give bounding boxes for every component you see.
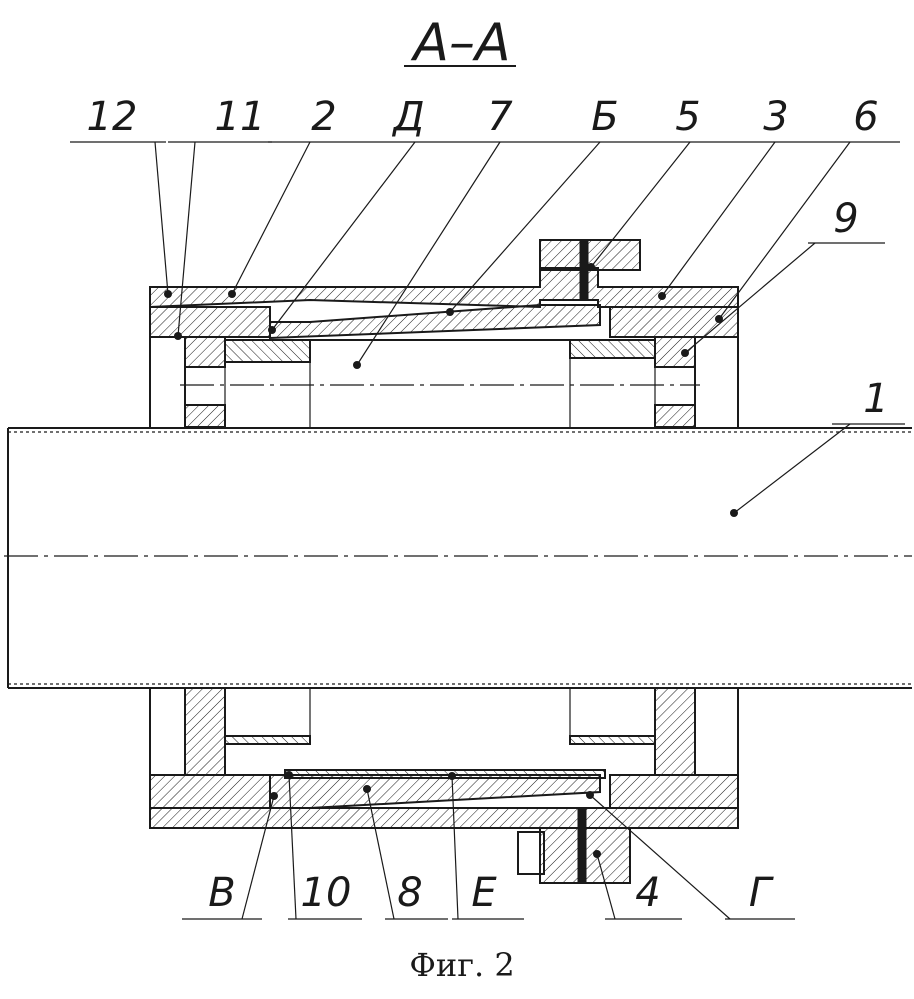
section-title: А–А	[404, 13, 516, 73]
callout-10: 10	[301, 870, 352, 916]
callout-4: 4	[635, 870, 660, 916]
callout-8: 8	[397, 870, 422, 916]
ring-right-lower	[655, 688, 695, 775]
sleeve-right-top	[570, 340, 655, 358]
sleeve-bottom	[285, 770, 605, 778]
wedge-bottom	[270, 775, 600, 808]
callout-d: Д	[391, 94, 424, 140]
callout-v: В	[208, 870, 235, 916]
section-title-text: А–А	[410, 13, 510, 73]
callout-12: 12	[87, 94, 138, 140]
shaft	[4, 428, 912, 688]
callout-6: 6	[853, 94, 878, 140]
ring-left-top	[185, 337, 225, 367]
gasket-bottom	[578, 808, 586, 883]
callout-e: Е	[471, 870, 497, 916]
outer-housing	[150, 268, 738, 307]
callout-3: 3	[763, 94, 788, 140]
callout-2: 2	[311, 94, 336, 140]
gasket-top	[580, 240, 588, 300]
ring-right-bot	[655, 405, 695, 427]
lower-assembly	[150, 688, 738, 883]
wedge-b	[270, 305, 600, 338]
bush-left-lower	[225, 736, 310, 744]
bush-right-lower	[570, 736, 655, 744]
figure-caption: Фиг. 2	[409, 946, 514, 984]
outer-housing-bottom	[150, 808, 738, 828]
callout-b: Б	[591, 94, 618, 140]
left-cover-top	[150, 307, 270, 337]
sleeve-left-top	[225, 340, 310, 362]
callout-5: 5	[675, 94, 700, 140]
callout-9: 9	[833, 196, 858, 242]
ring-left-bot	[185, 405, 225, 427]
right-cover-bottom	[610, 775, 738, 808]
upper-assembly	[150, 240, 738, 428]
callout-7: 7	[487, 94, 513, 140]
ring-left-lower	[185, 688, 225, 775]
ring-right-top	[655, 337, 695, 367]
callouts-bottom: В 10 8 Е 4 Г	[208, 870, 774, 916]
callout-g: Г	[749, 870, 774, 916]
left-cover-bottom	[150, 775, 270, 808]
callout-1: 1	[863, 376, 888, 422]
callout-11: 11	[215, 94, 266, 140]
